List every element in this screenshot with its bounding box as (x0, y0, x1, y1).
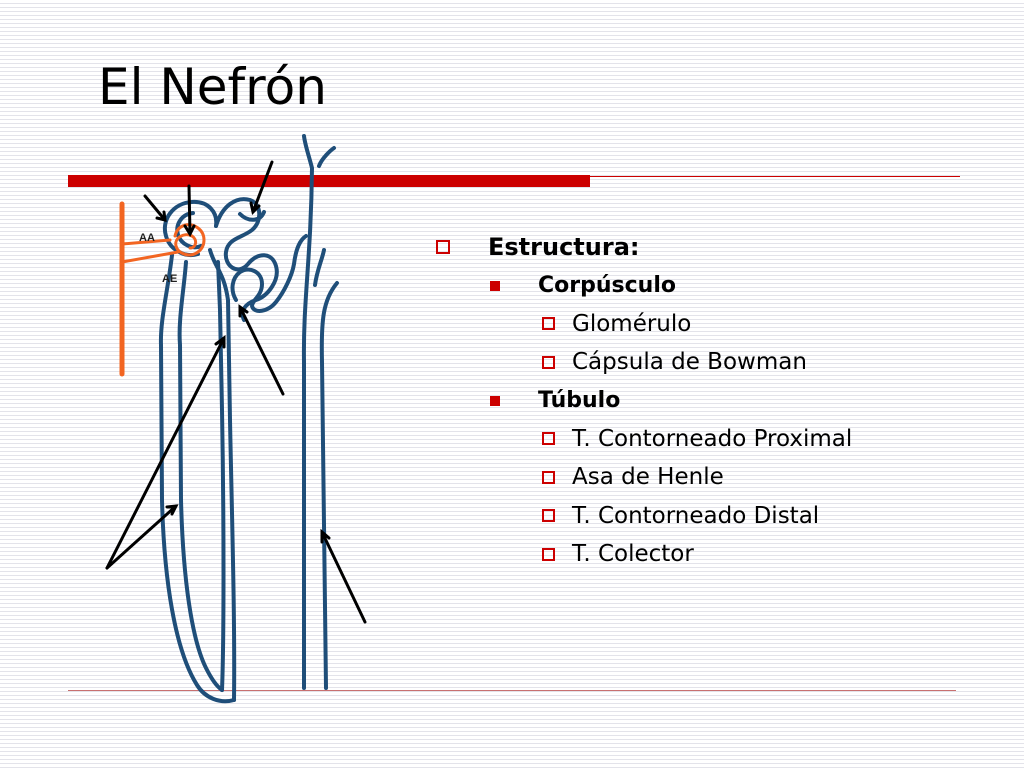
loop-of-henle-thick-inner (177, 260, 224, 692)
arrow-glomerulus (143, 194, 167, 222)
arrow-loop-descending (105, 335, 226, 570)
item-label: Asa de Henle (572, 464, 724, 491)
loop-of-henle-ascending (216, 260, 226, 692)
hollow-square-bullet-icon (436, 240, 450, 255)
vessel-and-glomerulus (119, 201, 206, 377)
indicator-arrows (105, 160, 367, 624)
efferent-label: AE (162, 273, 177, 285)
tubule-detail-stub (238, 210, 266, 222)
section-label: Túbulo (538, 388, 621, 413)
arrow-loop-ascending (105, 504, 179, 570)
list-item: Cápsula de Bowman (436, 343, 996, 382)
hollow-square-bullet-icon (542, 432, 555, 446)
item-label: Cápsula de Bowman (572, 349, 807, 376)
footer-line (68, 690, 956, 691)
loop-of-henle-thick-outer (158, 253, 236, 704)
list-item: T. Contorneado Proximal (436, 420, 996, 459)
hollow-square-bullet-icon (542, 547, 555, 561)
afferent-arteriole (120, 238, 172, 246)
distal-convoluted-tubule (230, 234, 308, 313)
list-item: T. Colector (436, 535, 996, 574)
efferent-arteriole (120, 250, 180, 264)
structure-outline: Estructura: Corpúsculo Glomérulo Cápsula… (436, 228, 996, 574)
outline-heading: Estructura: (488, 233, 640, 262)
outline-heading-row: Estructura: (436, 228, 996, 267)
arrow-collecting-duct (320, 528, 367, 624)
afferent-label: AA (139, 232, 155, 244)
nephron-tubule (158, 197, 308, 704)
item-label: T. Contorneado Distal (572, 502, 820, 529)
glomerulus (173, 223, 206, 257)
hollow-square-bullet-icon (542, 470, 555, 484)
hollow-square-bullet-icon (542, 509, 555, 523)
section-row-tubulo: Túbulo (436, 382, 996, 420)
section-label: Corpúsculo (538, 273, 676, 298)
solid-square-bullet-icon (490, 280, 500, 291)
item-label: T. Contorneado Proximal (572, 425, 853, 452)
arrow-proximal-tubule (238, 304, 285, 396)
collecting-duct (301, 134, 339, 690)
list-item: T. Contorneado Distal (436, 497, 996, 536)
item-label: Glomérulo (572, 310, 692, 337)
arrow-bowman-capsule (183, 184, 196, 238)
hollow-square-bullet-icon (542, 355, 555, 369)
proximal-convoluted-tubule (214, 197, 279, 322)
list-item: Asa de Henle (436, 458, 996, 497)
title-underline-line (590, 176, 960, 177)
slide-title: El Nefrón (98, 58, 327, 116)
item-label: T. Colector (572, 541, 694, 568)
arrow-distal-tubule (249, 160, 274, 215)
title-underline-bar (68, 175, 590, 187)
section-row-corpusculo: Corpúsculo (436, 267, 996, 305)
solid-square-bullet-icon (490, 395, 500, 406)
hollow-square-bullet-icon (542, 317, 555, 331)
list-item: Glomérulo (436, 305, 996, 344)
